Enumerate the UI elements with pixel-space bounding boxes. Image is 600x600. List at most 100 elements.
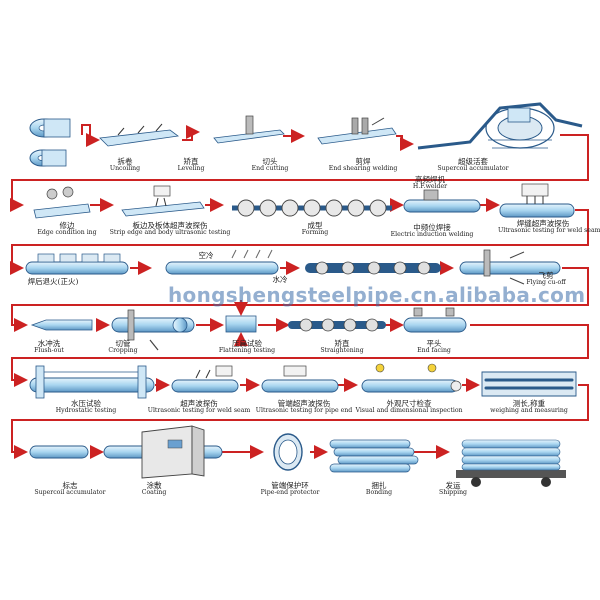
label-bonding: 捆扎 Bonding xyxy=(354,482,404,496)
flow-arrows xyxy=(10,124,589,459)
label-coating: 涂敷 Coating xyxy=(132,482,176,496)
arrow-wrap-4-5 xyxy=(11,324,589,387)
label-pipe-end-ut-cn: 管端超声波探伤 xyxy=(277,399,331,408)
label-forming: 成型 Forming xyxy=(290,222,340,236)
label-weighing-measuring: 测长,称重 weighing and measuring xyxy=(474,400,584,414)
label-uncoiling: 拆卷 Uncoiling xyxy=(100,158,150,172)
label-end-facing: 平头 End facing xyxy=(404,340,464,354)
label-weighing-measuring-en: weighing and measuring xyxy=(490,406,568,414)
step-straightening-illustration xyxy=(288,318,386,332)
step-strip-edge-ut-illustration xyxy=(121,185,205,217)
step-leveling-illustration xyxy=(99,123,180,147)
label-pipe-ut-cn: 超声波探伤 xyxy=(180,399,218,408)
step-pipe-ut-illustration xyxy=(171,365,239,393)
label-end-cutting-en: End cutting xyxy=(251,164,289,172)
label-bonding-en: Bonding xyxy=(365,488,393,496)
label-flattening-testing-cn: 压扁试验 xyxy=(232,339,262,348)
step-hydrostatic-illustration xyxy=(29,365,155,399)
step-uncoiling-illustration xyxy=(29,118,71,167)
label-shipping: 发运 Shipping xyxy=(428,482,478,496)
label-forming-cn: 成型 xyxy=(307,221,323,230)
label-air-cooling: 空冷 xyxy=(186,252,226,260)
label-hydrostatic-testing-cn: 水压试验 xyxy=(71,399,101,408)
label-coating-en: Coating xyxy=(141,488,167,496)
label-shipping-cn: 发运 xyxy=(445,481,461,490)
label-electric-induction-welding-en: Electric induction welding xyxy=(390,230,474,238)
step-annealing-illustration xyxy=(25,253,129,275)
step-supercoil-accumulator-illustration xyxy=(417,102,583,150)
label-coating-cn: 涂敷 xyxy=(146,481,162,490)
step-marking-illustration xyxy=(29,445,89,459)
step-end-cutting-illustration xyxy=(213,115,285,144)
label-flying-cutoff-en: Flying cu-off xyxy=(526,278,566,286)
label-pipe-end-protector: 管端保护环 Pipe-end protector xyxy=(252,482,328,496)
label-shipping-en: Shipping xyxy=(438,488,468,496)
label-visual-inspection-en: Visual and dimensional inspection xyxy=(355,406,463,414)
label-flush-out-en: Flush-out xyxy=(34,346,64,354)
step-flush-out-illustration xyxy=(30,319,93,331)
label-hydrostatic-testing: 水压试验 Hydrostatic testing xyxy=(46,400,126,414)
step-weighing-illustration xyxy=(481,371,577,397)
label-strip-edge-ut-cn: 板边及板体超声波探伤 xyxy=(132,221,208,230)
label-bonding-cn: 捆扎 xyxy=(371,481,387,490)
step-pipe-end-ut-illustration xyxy=(261,365,339,393)
step-end-facing-illustration xyxy=(403,307,467,333)
label-flush-out: 水冲洗 Flush-out xyxy=(24,340,74,354)
label-water-cooling-cn: 水冷 xyxy=(272,275,288,284)
step-forming-illustration xyxy=(232,199,392,217)
label-pipe-ut: 超声波探伤 Ultrasonic testing for weld seam xyxy=(140,400,258,414)
label-electric-induction-welding: 中频位焊接 Electric induction welding xyxy=(368,224,496,238)
label-supercoil-accumulator-en: Supercoil accumulator xyxy=(437,164,509,172)
label-air-cooling-cn: 空冷 xyxy=(198,251,214,260)
label-hf-welder: 高频焊机 H.F.welder xyxy=(400,176,460,190)
label-weld-seam-ut: 焊缝超声波探伤 Ultrasonic testing for weld seam xyxy=(498,219,600,234)
step-hf-welding-illustration xyxy=(403,189,481,213)
label-end-cutting: 切头 End cutting xyxy=(240,158,300,172)
label-weld-seam-ut-cn: 焊缝超声波探伤 xyxy=(516,219,570,228)
label-forming-en: Forming xyxy=(301,228,329,236)
step-bonding-illustration xyxy=(329,439,419,473)
step-edge-conditioning-illustration xyxy=(33,186,91,219)
label-pipe-end-protector-cn: 管端保护环 xyxy=(271,481,309,490)
step-cropping-illustration xyxy=(111,309,195,351)
arrow-wrap-3-4 xyxy=(11,267,589,332)
step-flattening-test-illustration xyxy=(225,300,257,346)
label-visual-inspection: 外观尺寸检查 Visual and dimensional inspection xyxy=(350,400,468,414)
label-cropping-cn: 切管 xyxy=(115,339,131,348)
label-hf-welder-cn: 高频焊机 xyxy=(415,175,445,184)
label-uncoiling-cn: 拆卷 xyxy=(117,157,133,166)
step-coating-illustration xyxy=(103,425,223,479)
label-straightening: 矫直 Straightening xyxy=(312,340,372,354)
label-annealing-cn: 焊后退火(正火) xyxy=(27,277,79,286)
label-straightening-cn: 矫直 xyxy=(334,339,350,348)
label-flying-cutoff: 飞剪 Flying cu-off xyxy=(506,272,586,286)
label-flying-cutoff-cn: 飞剪 xyxy=(538,271,554,280)
label-hydrostatic-testing-en: Hydrostatic testing xyxy=(55,406,117,414)
step-flying-cutoff-illustration xyxy=(459,249,561,285)
arrow-wrap-5-6 xyxy=(11,384,589,459)
watermark-text: hongshengsteelpipe.cn.alibaba.com xyxy=(168,283,586,307)
label-pipe-end-ut-en: Ultrasonic testing for pipe end xyxy=(255,406,353,414)
label-marking-cn: 标志 xyxy=(62,481,78,490)
label-water-cooling: 水冷 xyxy=(260,276,300,284)
label-end-facing-cn: 平头 xyxy=(426,339,442,348)
label-cropping: 切管 Cropping xyxy=(98,340,148,354)
label-pipe-end-ut: 管端超声波探伤 Ultrasonic testing for pipe end xyxy=(252,400,356,414)
label-pipe-ut-en: Ultrasonic testing for weld seam xyxy=(147,406,251,414)
label-annealing: 焊后退火(正火) xyxy=(18,278,88,286)
arrow-r1-4 xyxy=(396,135,414,151)
step-pipe-end-protector-illustration xyxy=(273,433,303,471)
label-end-cutting-cn: 切头 xyxy=(262,157,278,166)
label-edge-conditioning-cn: 修边 xyxy=(59,221,75,230)
label-end-shearing-welding-cn: 剪焊 xyxy=(355,157,371,166)
label-hf-welder-en: H.F.welder xyxy=(412,182,448,190)
label-flattening-testing-en: Flattening testing xyxy=(218,346,276,354)
step-air-cooling-illustration xyxy=(165,249,279,275)
arrow-wrap-1-2 xyxy=(10,134,589,212)
label-cropping-en: Cropping xyxy=(108,346,138,354)
step-visual-inspection-illustration xyxy=(361,363,462,393)
label-weighing-measuring-cn: 测长,称重 xyxy=(512,399,546,408)
label-leveling-cn: 矫直 xyxy=(183,157,199,166)
label-weld-seam-ut-en: Ultrasonic testing for weld seam xyxy=(498,226,600,234)
